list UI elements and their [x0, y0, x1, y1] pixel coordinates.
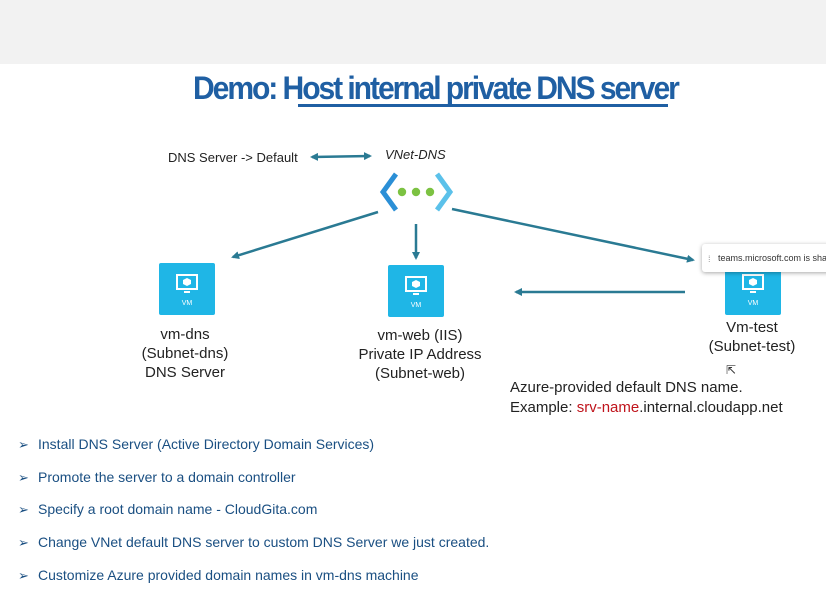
list-item-text: Customize Azure provided domain names in… — [38, 566, 419, 583]
top-bar — [0, 0, 826, 64]
mouse-cursor-icon: ⇱ — [726, 363, 737, 377]
vm-dns-caption: vm-dns (Subnet-dns) DNS Server — [110, 325, 260, 382]
note-line1: Azure-provided default DNS name. — [510, 379, 743, 396]
vm-badge: VM — [181, 300, 193, 307]
list-item-text: Promote the server to a domain controlle… — [38, 468, 296, 485]
list-item: ➢ Change VNet default DNS server to custo… — [18, 534, 489, 567]
bullet-arrow-icon: ➢ — [18, 502, 29, 518]
list-item: ➢ Specify a root domain name - CloudGita.… — [18, 501, 489, 534]
list-item: ➢ Customize Azure provided domain names i… — [18, 567, 489, 599]
vm-web-icon: VM — [388, 265, 444, 317]
bullet-arrow-icon: ➢ — [18, 437, 29, 452]
slide-title: Demo: Host internal private DNS server — [193, 70, 680, 106]
bullet-arrow-icon: ➢ — [18, 535, 29, 551]
bullet-arrow-icon: ➢ — [18, 567, 29, 583]
vnet-dns-label: VNet-DNS — [385, 147, 446, 162]
screen-sharing-toast[interactable]: ⁞ teams.microsoft.com is sharing y — [702, 244, 826, 272]
vm-web-caption: vm-web (IIS) Private IP Address (Subnet-… — [340, 326, 500, 383]
vm-badge: VM — [410, 302, 422, 309]
vm-web-ip: Private IP Address — [358, 346, 482, 363]
vm-test-subnet: (Subnet-test) — [708, 338, 796, 355]
title-underline — [298, 104, 668, 107]
vm-web-name: vm-web (IIS) — [377, 327, 463, 344]
vm-dns-name: vm-dns — [160, 326, 210, 343]
vm-dns-role: DNS Server — [144, 364, 226, 381]
vm-dns-icon: VM — [159, 263, 215, 315]
note-prefix: Example: — [510, 399, 577, 416]
steps-list: ➢ Install DNS Server (Active Directory Do… — [18, 436, 489, 599]
vm-badge: VM — [747, 300, 759, 307]
note-highlight: srv-name — [576, 399, 640, 416]
vm-dns-subnet: (Subnet-dns) — [141, 345, 229, 362]
list-item-text: Change VNet default DNS server to custom… — [38, 534, 490, 551]
list-item: ➢ Install DNS Server (Active Directory Do… — [18, 436, 489, 469]
sharing-notice-text: teams.microsoft.com is sharing y — [718, 253, 826, 263]
note-suffix: .internal.cloudapp.net — [639, 399, 783, 416]
drag-handle-icon[interactable]: ⁞ — [708, 254, 711, 264]
dns-name-note: Azure-provided default DNS name. Example… — [510, 378, 783, 418]
vm-test-name: Vm-test — [726, 319, 778, 336]
vm-test-caption: Vm-test (Subnet-test) — [690, 318, 814, 356]
list-item-text: Install DNS Server (Active Directory Dom… — [38, 436, 375, 452]
list-item-text: Specify a root domain name - CloudGita.c… — [38, 501, 318, 518]
note-line2: Example: srv-name.internal.cloudapp.net — [510, 398, 783, 418]
vnet-icon — [379, 172, 454, 212]
arrow-dns-to-vnet — [310, 152, 372, 161]
list-item: ➢ Promote the server to a domain controll… — [18, 469, 489, 502]
dns-server-default-label: DNS Server -> Default — [168, 150, 298, 165]
bullet-arrow-icon: ➢ — [18, 469, 29, 485]
arrow-vnet-to-vm-dns — [231, 210, 379, 260]
vm-web-subnet: (Subnet-web) — [374, 365, 466, 382]
arrow-vnet-to-vm-test — [451, 207, 695, 263]
